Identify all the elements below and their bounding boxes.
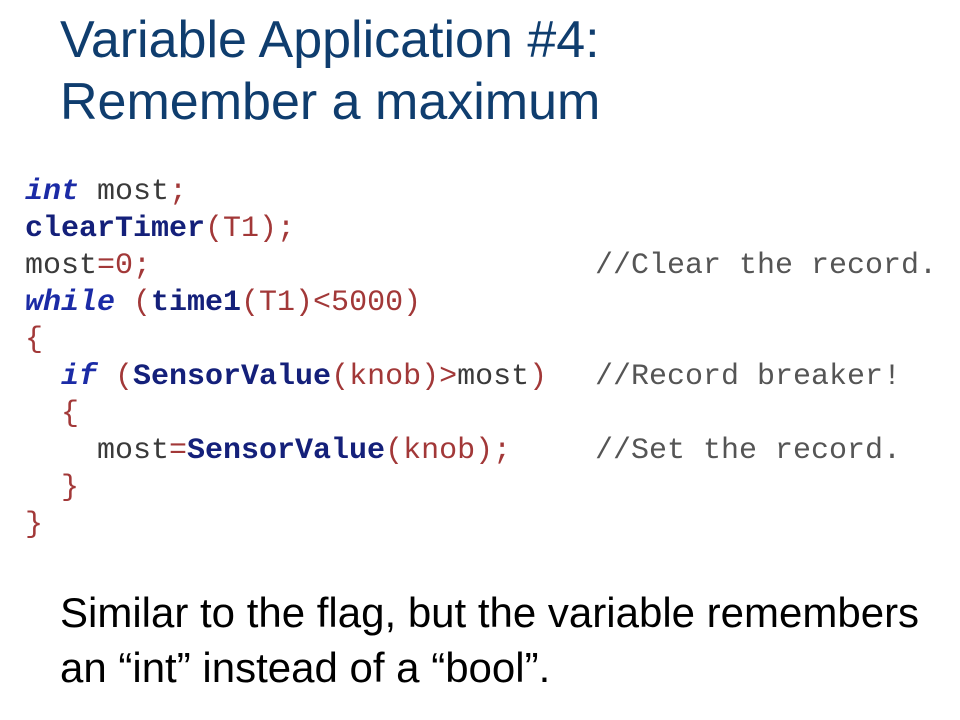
code-comment: //Clear the record. — [595, 249, 938, 283]
code-operator: ) — [529, 360, 548, 394]
code-line: most=0; //Clear the record. — [25, 248, 960, 285]
code-keyword: int — [25, 175, 80, 209]
title-line-1: Variable Application #4: — [60, 11, 600, 69]
code-line: most=SensorValue(knob); //Set the record. — [25, 433, 960, 470]
code-function: time1 — [151, 286, 242, 320]
code-identifier: most — [97, 434, 170, 468]
code-keyword: if — [61, 360, 98, 394]
code-identifier: most — [25, 249, 98, 283]
code-comment: //Record breaker! — [595, 360, 902, 394]
code-line: int most; — [25, 174, 960, 211]
code-brace: } — [25, 508, 44, 542]
body-line-2: an “int” instead of a “bool”. — [60, 644, 551, 691]
code-comment: //Set the record. — [595, 434, 902, 468]
code-function: SensorValue — [187, 434, 386, 468]
code-block: int most; clearTimer(T1); most=0;//Clear… — [25, 174, 960, 544]
title-line-2: Remember a maximum — [60, 73, 601, 131]
code-line: if (SensorValue(knob)>most) //Record brea… — [25, 359, 960, 396]
code-brace: { — [61, 397, 80, 431]
code-line: { — [25, 396, 960, 433]
code-operator: (T1); — [205, 212, 296, 246]
code-operator: ( — [115, 286, 152, 320]
code-operator: = — [169, 434, 188, 468]
slide-title: Variable Application #4:Remember a maxim… — [60, 9, 600, 133]
code-line: } — [25, 507, 960, 544]
code-function: SensorValue — [133, 360, 332, 394]
code-operator: =0; — [97, 249, 152, 283]
body-line-1: Similar to the flag, but the variable re… — [60, 589, 920, 636]
code-keyword: while — [25, 286, 116, 320]
code-operator: (knob); — [385, 434, 512, 468]
code-brace: } — [61, 471, 80, 505]
code-function: clearTimer — [25, 212, 206, 246]
code-operator: (T1)<5000) — [241, 286, 422, 320]
code-identifier: most — [79, 175, 170, 209]
code-operator: (knob)> — [331, 360, 458, 394]
code-identifier: most — [457, 360, 530, 394]
code-line: { — [25, 322, 960, 359]
code-operator: ; — [169, 175, 188, 209]
code-line: clearTimer(T1); — [25, 211, 960, 248]
code-line: while (time1(T1)<5000) — [25, 285, 960, 322]
slide-body-text: Similar to the flag, but the variable re… — [60, 585, 919, 695]
code-line: } — [25, 470, 960, 507]
code-operator: ( — [97, 360, 134, 394]
code-brace: { — [25, 323, 44, 357]
